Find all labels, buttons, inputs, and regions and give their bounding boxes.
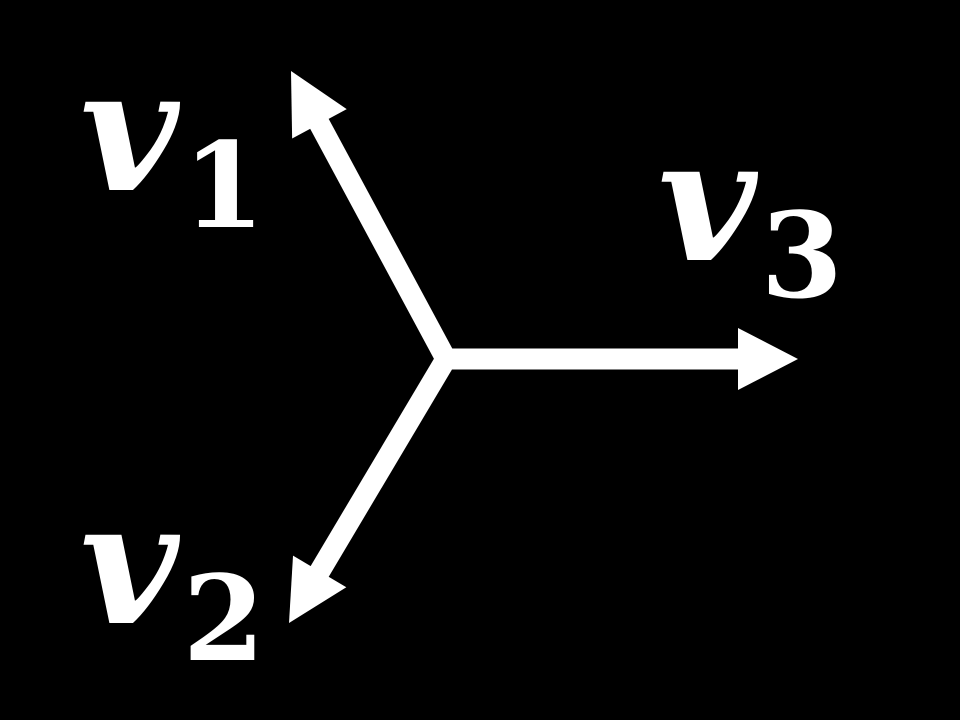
label-v2: v2 [80, 479, 265, 678]
label-v1-letter: v [80, 31, 179, 231]
v1-arrow-head [291, 71, 347, 139]
v2-arrow-head [289, 555, 347, 623]
v2-arrow-shaft [308, 353, 456, 581]
label-v1-subscript: 1 [182, 116, 265, 255]
v3-arrow-head [738, 328, 798, 390]
label-v2-letter: v [80, 464, 179, 664]
label-v3-letter: v [658, 101, 757, 301]
label-v1: v1 [80, 46, 265, 245]
v1-arrow-shaft [308, 115, 456, 364]
label-v3: v3 [658, 116, 843, 315]
label-v2-subscript: 2 [182, 549, 265, 688]
label-v3-subscript: 3 [760, 186, 843, 325]
